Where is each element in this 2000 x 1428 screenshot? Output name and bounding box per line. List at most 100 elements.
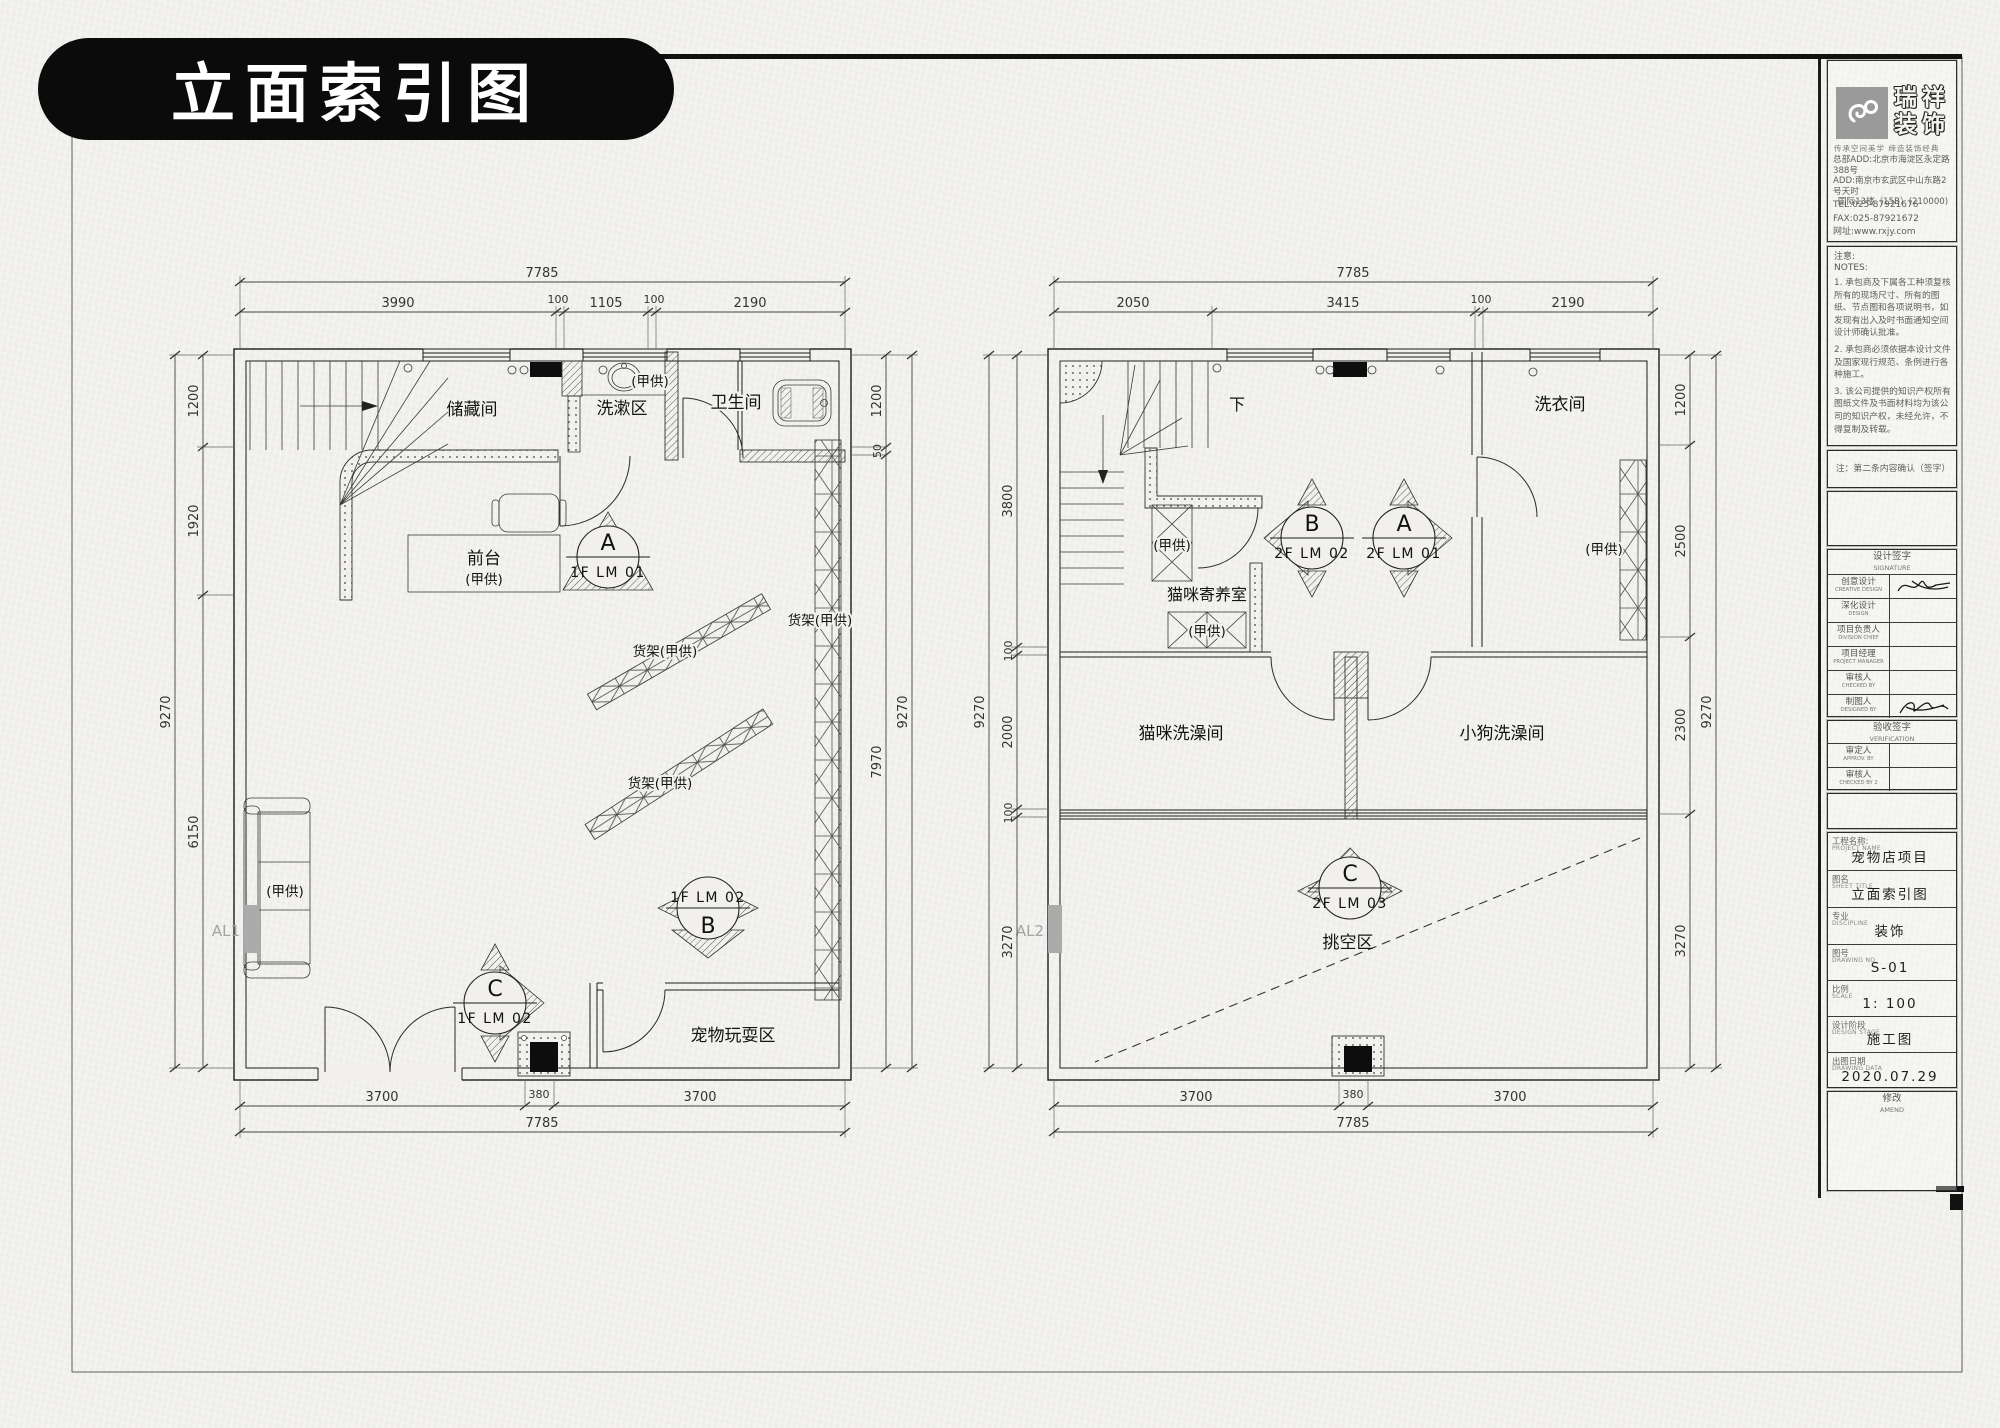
marker-code: 2F LM 01 (1366, 546, 1442, 562)
label-al2: AL2 (1016, 922, 1044, 940)
plan2-stair-wall (1144, 447, 1263, 509)
room-label-void: 挑空区 (1323, 933, 1374, 953)
room-label-play: 宠物玩耍区 (691, 1026, 776, 1046)
plan1-appliance (403, 360, 608, 453)
svg-text:1200: 1200 (187, 384, 202, 417)
signature-heading: 设计签字 SIGNATURE (1872, 551, 1911, 572)
svg-text:3700: 3700 (1179, 1090, 1212, 1105)
plan2-entry-mat (1331, 1035, 1385, 1077)
label-front-desk: 前台 (467, 549, 501, 569)
room-label-wc: 卫生间 (711, 393, 762, 413)
marker-letter: B (1304, 512, 1319, 537)
svg-text:7785: 7785 (525, 266, 558, 281)
svg-text:2500: 2500 (1674, 524, 1689, 557)
room-label-storage: 储藏间 (447, 400, 498, 420)
marker-letter: A (600, 531, 615, 556)
elevation-marker-b-1f: 1F LM 02 B (657, 876, 759, 959)
sheet-title: 立面索引图 (171, 58, 541, 132)
plan2-appliance (1212, 362, 1538, 377)
plan1-shelf-1 (586, 593, 772, 711)
room-label-boarding: 猫咪寄养室 (1167, 585, 1247, 604)
elevation-marker-c-1f: C 1F LM 02 (453, 943, 545, 1063)
verification-heading: 验收签字 VERIFICATION (1869, 722, 1915, 743)
svg-text:7785: 7785 (525, 1116, 558, 1131)
drawing-no-value: S-01 (1870, 960, 1910, 976)
label-supply-b: (甲供) (1188, 624, 1226, 640)
company-tagline: 传承空间美学 缔造装饰经典 (1834, 144, 1940, 153)
room-label-cat-bath: 猫咪洗澡间 (1139, 724, 1224, 744)
plan1-front-desk (407, 493, 567, 593)
notes-body: 1. 承包商及下属各工种须复核所有的现场尺寸、所有的图纸、节点图和各项说明书，如… (1834, 278, 1951, 435)
title-block-amend: 修改 AMEND (1827, 1091, 1957, 1191)
al1-tag (245, 905, 259, 953)
svg-text:100: 100 (1471, 293, 1492, 306)
plan1-entrance-doors (317, 1006, 463, 1082)
svg-text:2000: 2000 (1001, 715, 1016, 748)
label-supply-a: (甲供) (1153, 538, 1191, 554)
svg-text:7785: 7785 (1336, 266, 1369, 281)
svg-text:9270: 9270 (896, 695, 911, 728)
plan2-void-dashed-line (1094, 837, 1641, 1063)
label-sink-supply: (甲供) (631, 374, 669, 390)
svg-text:380: 380 (1343, 1088, 1364, 1101)
title-block-empty-1 (1827, 491, 1957, 546)
svg-text:9270: 9270 (973, 695, 988, 728)
plan2-mid-wall (1060, 651, 1647, 721)
elevation-marker-c-2f: C 2F LM 03 (1297, 847, 1403, 920)
top-rule (520, 54, 1962, 59)
plan1-bathtub (772, 379, 832, 427)
floor-plan-1f: A 1F LM 01 1F LM 02 B C 1F LM 02 (159, 266, 918, 1138)
plan1-wall-shelf (814, 439, 842, 1001)
stage-value: 施工图 (1866, 1032, 1914, 1048)
plan2-laundry (1471, 352, 1647, 647)
logo-swirl-icon (1848, 100, 1878, 123)
project-name-value: 宠物店项目 (1851, 850, 1929, 866)
svg-text:100: 100 (644, 293, 665, 306)
svg-text:3990: 3990 (381, 296, 414, 311)
plan2-bath-partition (1060, 656, 1647, 820)
svg-text:2190: 2190 (1551, 296, 1584, 311)
label-shelf-wall: 货架(甲供) (788, 612, 853, 629)
svg-text:3700: 3700 (683, 1090, 716, 1105)
plan2-dimensions: 7785 2050 3415 100 2190 3800 100 2000 10… (973, 266, 1722, 1138)
floor-plan-2f: B 2F LM 02 A 2F LM 01 C 2F LM 03 (973, 266, 1722, 1138)
svg-text:7970: 7970 (870, 745, 885, 778)
svg-text:1920: 1920 (187, 504, 202, 537)
svg-text:380: 380 (529, 1088, 550, 1101)
plan1-sink (582, 362, 665, 396)
title-block-company: 瑞祥 装饰 传承空间美学 缔造装饰经典 总部ADD:北京市海淀区永定路388号 … (1827, 60, 1957, 242)
marker-letter: B (700, 914, 715, 939)
elevation-marker-b-2f: B 2F LM 02 (1263, 478, 1354, 598)
date-value: 2020.07.29 (1841, 1069, 1939, 1085)
company-address: 总部ADD:北京市海淀区永定路388号 ADD:南京市玄武区中山东路2号天时 国… (1833, 155, 1950, 207)
marker-code: 1F LM 02 (670, 890, 746, 906)
svg-text:1105: 1105 (589, 296, 622, 311)
company-name: 瑞祥 装饰 (1894, 85, 1950, 138)
title-block-confirm-note: 注：第二条内容确认（签字） (1827, 450, 1957, 488)
svg-text:3270: 3270 (1001, 925, 1016, 958)
plan1-windows (422, 347, 811, 363)
marker-code: 1F LM 02 (457, 1011, 533, 1027)
label-supply-c: (甲供) (1585, 542, 1623, 558)
project-row-name: 工程名称:PROJECT NAME 宠物店项目 (1828, 833, 1956, 870)
elevation-marker-a-1f: A 1F LM 01 (562, 511, 654, 591)
svg-text:1200: 1200 (1674, 383, 1689, 416)
plan2-boarding-room (1151, 504, 1263, 653)
signature-drafter (1899, 702, 1949, 714)
notes-heading: 注意: NOTES: (1834, 252, 1868, 273)
company-logo (1836, 87, 1888, 139)
